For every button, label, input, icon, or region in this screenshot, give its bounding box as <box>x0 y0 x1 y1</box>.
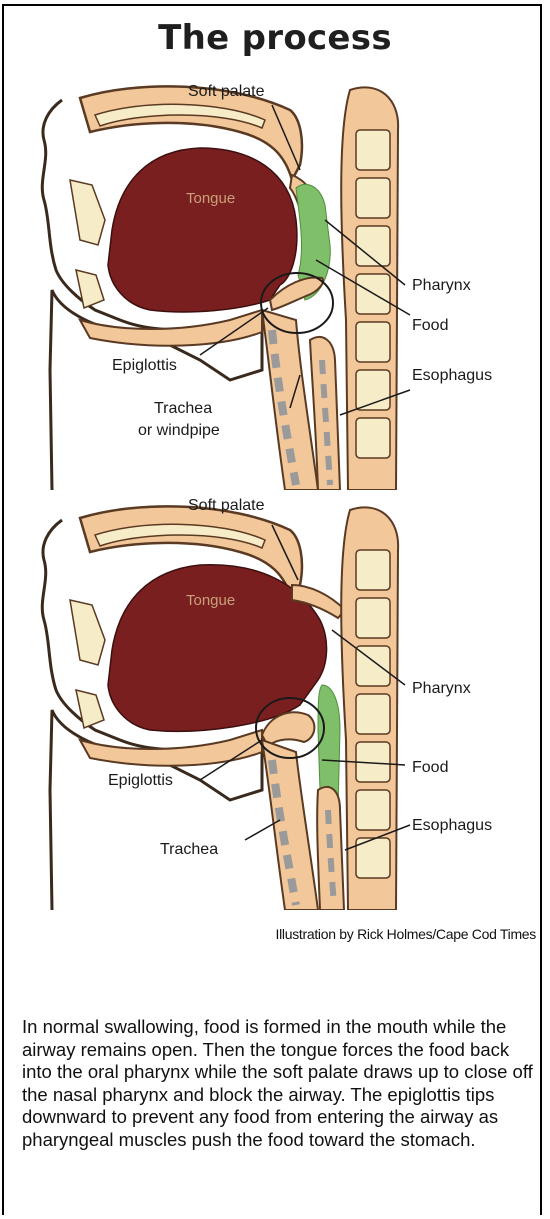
label-trachea-line2: or windpipe <box>138 422 220 439</box>
label-esophagus: Esophagus <box>412 817 492 834</box>
label-tongue: Tongue <box>186 190 235 207</box>
label-food: Food <box>412 759 448 776</box>
label-epiglottis: Epiglottis <box>108 772 173 789</box>
label-esophagus: Esophagus <box>412 367 492 384</box>
label-trachea-line1: Trachea <box>154 400 212 417</box>
swallow-diagram-airway-open: Soft palate Tongue Pharynx Food Epiglott… <box>0 70 550 490</box>
label-pharynx: Pharynx <box>412 680 471 697</box>
swallow-diagram-swallowing: Soft palate Tongue Pharynx Food Epiglott… <box>0 490 550 910</box>
front-teeth <box>70 600 105 728</box>
label-food: Food <box>412 317 448 334</box>
front-teeth <box>70 180 105 308</box>
label-soft-palate: Soft palate <box>188 83 265 100</box>
label-soft-palate: Soft palate <box>188 497 265 514</box>
vertebrae <box>356 550 390 878</box>
page-title: The process <box>0 18 550 58</box>
label-tongue: Tongue <box>186 592 235 609</box>
tongue <box>108 148 297 312</box>
label-pharynx: Pharynx <box>412 277 471 294</box>
label-epiglottis: Epiglottis <box>112 357 177 374</box>
illustration-credit: Illustration by Rick Holmes/Cape Cod Tim… <box>276 926 537 942</box>
label-trachea: Trachea <box>160 841 218 858</box>
description-paragraph: In normal swallowing, food is formed in … <box>22 1016 534 1151</box>
